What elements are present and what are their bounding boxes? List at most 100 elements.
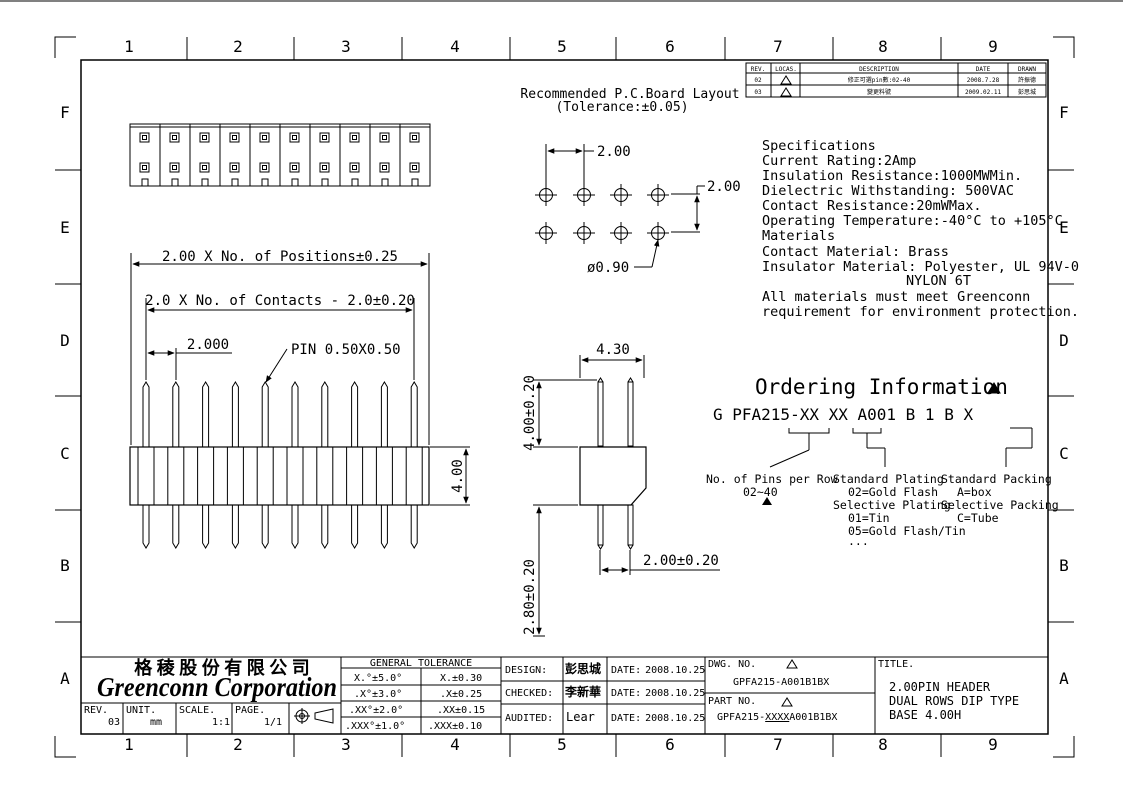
spec-operating-temp: Operating Temperature:-40°C to +105°C xyxy=(762,213,1063,229)
grid-row-label: A xyxy=(60,669,70,688)
ordering-title: Ordering Information xyxy=(755,375,1008,399)
scale-label: SCALE. xyxy=(179,705,215,716)
top-pin-cell xyxy=(229,162,240,173)
spec-contact-material: Contact Material: Brass xyxy=(762,244,949,260)
ordering-plating-sel-1: 01=Tin xyxy=(848,511,890,525)
ordering-plating-sel-title: Selective Plating xyxy=(833,498,951,512)
grid-col-label: 4 xyxy=(450,735,460,754)
ordering-pins-label: No. of Pins per Row xyxy=(706,472,838,486)
side-dim-lower: 2.80±0.20 xyxy=(522,559,538,635)
grid-row-label: E xyxy=(1059,218,1069,237)
top-pin-cell xyxy=(379,162,390,173)
grid-col-label: 3 xyxy=(341,37,351,56)
ordering-information: Ordering Information G PFA215-XX XX A001… xyxy=(706,375,1059,548)
dwg-label: DWG. NO. xyxy=(708,659,756,670)
ordering-plating-sel-2: 05=Gold Flash/Tin xyxy=(848,524,966,538)
grid-col-label: 6 xyxy=(665,37,675,56)
front-pin xyxy=(172,381,180,448)
front-view: 2.00 X No. of Positions±0.25 2.0 X No. o… xyxy=(129,249,470,549)
top-pin-cell xyxy=(319,162,330,173)
title-label: TITLE. xyxy=(878,659,914,670)
grid-row-label: D xyxy=(60,331,70,350)
unit-value: mm xyxy=(150,717,162,728)
spec-materials: Materials xyxy=(762,228,835,244)
tolerance-title: GENERAL TOLERANCE xyxy=(370,658,472,669)
pcb-pitch-x: 2.00 xyxy=(597,144,631,160)
dim-contacts: 2.0 X No. of Contacts - 2.0±0.20 xyxy=(145,293,415,309)
top-pin-cell xyxy=(409,162,420,173)
title-line-1: 2.00PIN HEADER xyxy=(889,680,991,694)
title-line-2: DUAL ROWS DIP TYPE xyxy=(889,694,1019,708)
dim-height: 4.00 xyxy=(450,459,466,493)
spec-heading: Specifications xyxy=(762,138,876,154)
spec-note-2: requirement for environment protection. xyxy=(762,304,1079,320)
company-name-cn: 格 稜 股 份 有 限 公 司 xyxy=(134,657,310,678)
top-pin-cell xyxy=(259,132,270,143)
rev-label: REV. xyxy=(84,705,108,716)
checked-date: DATE:2008.10.25 xyxy=(611,688,705,699)
ordering-packing-sel-title: Selective Packing xyxy=(941,498,1059,512)
spec-dielectric: Dielectric Withstanding: 500VAC xyxy=(762,183,1014,199)
pin-label: PIN 0.50X0.50 xyxy=(291,342,401,358)
tol-linear-0: X.±0.30 xyxy=(440,673,482,684)
grid-row-label: A xyxy=(1059,669,1069,688)
grid-row-label: F xyxy=(60,103,70,122)
front-pin xyxy=(261,381,269,448)
dwg-value: GPFA215-A001B1BX xyxy=(733,677,829,688)
grid-col-label: 2 xyxy=(233,735,243,754)
rev-row1-desc: 修正可選pin數:02-40 xyxy=(848,76,911,84)
rev-row2-desc: 變更料號 xyxy=(867,88,891,96)
ordering-pins-range: 02~40 xyxy=(743,485,778,499)
page-label: PAGE. xyxy=(235,705,265,716)
design-date: DATE:2008.10.25 xyxy=(611,665,705,676)
dim-pitch: 2.000 xyxy=(187,337,229,353)
tol-angle-3: .XXX°±1.0° xyxy=(345,721,405,732)
audited-date: DATE:2008.10.25 xyxy=(611,713,705,724)
grid-col-label: 7 xyxy=(773,37,783,56)
grid-row-label: B xyxy=(60,556,70,575)
tol-angle-2: .XX°±2.0° xyxy=(349,705,403,716)
side-view: 4.30 4.00±0.20 2.80±0.20 2.00±0.20 xyxy=(522,342,720,637)
ordering-code: G PFA215-XX XX A001 B 1 B X xyxy=(713,405,973,424)
grid-row-label: D xyxy=(1059,331,1069,350)
spec-current: Current Rating:2Amp xyxy=(762,153,916,169)
part-label: PART NO. xyxy=(708,696,756,707)
rev-row1-date: 2008.7.28 xyxy=(967,77,1000,84)
page-value: 1/1 xyxy=(264,717,282,728)
ordering-packing-std: A=box xyxy=(957,485,992,499)
spec-nylon: NYLON 6T xyxy=(906,273,971,289)
spec-contact-resistance: Contact Resistance:20mWMax. xyxy=(762,198,981,214)
audited-value: Lear xyxy=(566,710,595,724)
top-view xyxy=(129,123,431,187)
rev-row2-date: 2009.02.11 xyxy=(965,89,1002,96)
rev-header-desc: DESCRIPTION xyxy=(859,66,899,73)
top-pin-cell xyxy=(379,132,390,143)
top-pin-cell xyxy=(289,162,300,173)
tol-linear-3: .XXX±0.10 xyxy=(428,721,482,732)
grid-col-label: 8 xyxy=(878,735,888,754)
ordering-plating-std: 02=Gold Flash xyxy=(848,485,938,499)
front-pin xyxy=(231,381,239,448)
tol-linear-2: .XX±0.15 xyxy=(437,705,485,716)
grid-col-label: 2 xyxy=(233,37,243,56)
spec-insulation: Insulation Resistance:1000MWMin. xyxy=(762,168,1022,184)
rev-row2-drawn: 彭思城 xyxy=(1018,88,1036,96)
grid-row-label: C xyxy=(1059,444,1069,463)
grid-col-label: 9 xyxy=(988,735,998,754)
top-pin-cell xyxy=(319,132,330,143)
revision-table: REV. LOCAS. DESCRIPTION DATE DRAWN 02 修正… xyxy=(745,62,1047,98)
title-block: 格 稜 股 份 有 限 公 司 Greenconn Corporation RE… xyxy=(81,656,1048,734)
ordering-packing-sel: C=Tube xyxy=(957,511,999,525)
top-pin-cell xyxy=(199,132,210,143)
unit-label: UNIT. xyxy=(126,705,156,716)
grid-col-label: 1 xyxy=(124,735,134,754)
rev-value: 03 xyxy=(108,717,120,728)
grid-row-label: C xyxy=(60,444,70,463)
side-dim-width: 4.30 xyxy=(596,342,630,358)
tol-angle-1: .X°±3.0° xyxy=(354,689,402,700)
top-pin-cell xyxy=(409,132,420,143)
rev-header-drawn: DRAWN xyxy=(1018,66,1036,73)
tol-angle-0: X.°±5.0° xyxy=(354,673,402,684)
top-pin-cell xyxy=(199,162,210,173)
